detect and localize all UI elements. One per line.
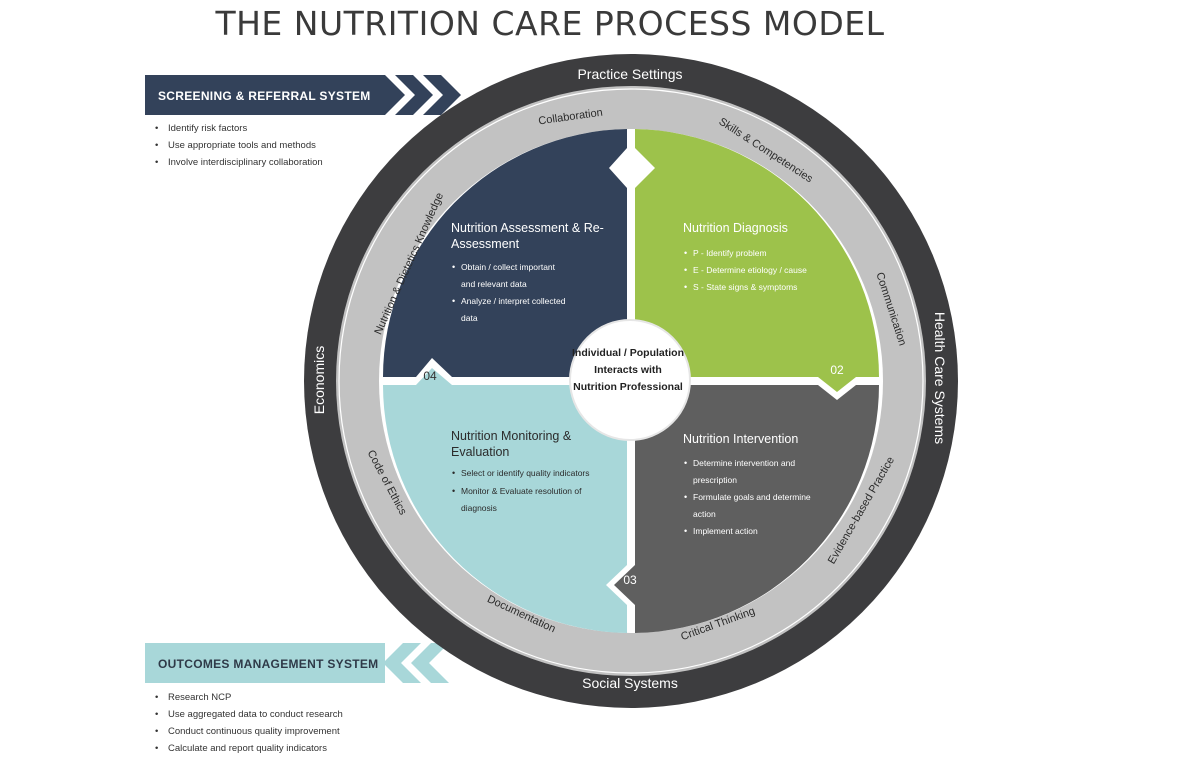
intervention-bullet-1a: Determine intervention and: [693, 458, 795, 468]
bullet-dot: •: [684, 458, 687, 468]
step-number-03: 03: [623, 573, 637, 587]
outer-label-right: Health Care Systems: [932, 312, 948, 444]
quadrant-assessment: [383, 129, 627, 377]
outcomes-banner-bar: [145, 643, 385, 683]
bullet-dot: •: [452, 468, 455, 478]
diagnosis-title: Nutrition Diagnosis: [683, 221, 788, 235]
screening-bullet: Identify risk factors: [155, 123, 323, 134]
quadrant-intervention: [614, 385, 879, 633]
diagnosis-bullet-1: P - Identify problem: [693, 248, 767, 258]
bullet-dot: •: [452, 262, 455, 272]
outer-label-bottom: Social Systems: [582, 675, 678, 691]
diagnosis-bullet-2: E - Determine etiology / cause: [693, 265, 807, 275]
step-number-01: 01: [617, 167, 631, 181]
center-line1: Individual / Population: [572, 347, 684, 359]
outcomes-bullet: Use aggregated data to conduct research: [155, 709, 343, 720]
intervention-bullet-2b: action: [693, 509, 716, 519]
assessment-bullet-1a: Obtain / collect important: [461, 262, 556, 272]
middle-ring-edge: [338, 88, 924, 674]
monitoring-content: Nutrition Monitoring & Evaluation • Sele…: [451, 429, 590, 513]
chevron-right-icon: [423, 75, 461, 115]
monitoring-title-line2: Evaluation: [451, 445, 509, 459]
intervention-bullet-1b: prescription: [693, 475, 737, 485]
monitoring-title-line1: Nutrition Monitoring &: [451, 429, 572, 443]
outcomes-bullet: Conduct continuous quality improvement: [155, 726, 343, 737]
assessment-title-line2: Assessment: [451, 237, 520, 251]
monitoring-bullet-2a: Monitor & Evaluate resolution of: [461, 486, 582, 496]
center-line3: Nutrition Professional: [573, 381, 683, 393]
monitoring-bullet-2b: diagnosis: [461, 503, 497, 513]
quadrant-monitoring: [383, 368, 627, 633]
center-line2: Interacts with: [594, 364, 662, 376]
chevron-right-icon: [395, 75, 433, 115]
screening-banner: [145, 75, 461, 115]
assessment-content: Nutrition Assessment & Re- Assessment • …: [451, 221, 604, 323]
outcomes-bullet-list: Research NCP Use aggregated data to cond…: [155, 692, 343, 760]
bullet-dot: •: [452, 486, 455, 496]
assessment-bullet-2b: data: [461, 313, 478, 323]
screening-title: SCREENING & REFERRAL SYSTEM: [158, 89, 371, 103]
center-circle: [569, 319, 691, 441]
intervention-content: Nutrition Intervention • Determine inter…: [683, 432, 811, 536]
quadrant-diagnosis: [635, 129, 879, 392]
assessment-bullet-2a: Analyze / interpret collected: [461, 296, 566, 306]
outer-label-top: Practice Settings: [577, 66, 682, 82]
step-number-04: 04: [423, 369, 437, 383]
bullet-dot: •: [684, 248, 687, 258]
bullet-dot: •: [452, 296, 455, 306]
screening-bullet: Involve interdisciplinary collaboration: [155, 157, 323, 168]
assessment-title-line1: Nutrition Assessment & Re-: [451, 221, 604, 235]
assessment-bullet-1b: and relevant data: [461, 279, 527, 289]
bullet-dot: •: [684, 282, 687, 292]
bullet-dot: •: [684, 265, 687, 275]
outcomes-bullet: Calculate and report quality indicators: [155, 743, 343, 754]
screening-bullet: Use appropriate tools and methods: [155, 140, 323, 151]
step-number-02: 02: [830, 363, 844, 377]
page-title: THE NUTRITION CARE PROCESS MODEL: [215, 4, 885, 43]
monitoring-bullet-1: Select or identify quality indicators: [461, 468, 590, 478]
outcomes-bullet: Research NCP: [155, 692, 343, 703]
intervention-bullet-2a: Formulate goals and determine: [693, 492, 811, 502]
bullet-dot: •: [684, 492, 687, 502]
screening-banner-bar: [145, 75, 405, 115]
chevron-left-icon: [411, 643, 449, 683]
diagnosis-content: Nutrition Diagnosis • P - Identify probl…: [683, 221, 807, 292]
chevron-left-icon: [383, 643, 421, 683]
bullet-dot: •: [684, 526, 687, 536]
diagnosis-bullet-3: S - State signs & symptoms: [693, 282, 797, 292]
outer-label-left: Economics: [311, 346, 327, 414]
screening-bullet-list: Identify risk factors Use appropriate to…: [155, 123, 323, 174]
outcomes-banner: [145, 643, 449, 683]
intervention-bullet-3: Implement action: [693, 526, 758, 536]
intervention-title: Nutrition Intervention: [683, 432, 798, 446]
outcomes-title: OUTCOMES MANAGEMENT SYSTEM: [158, 657, 379, 671]
